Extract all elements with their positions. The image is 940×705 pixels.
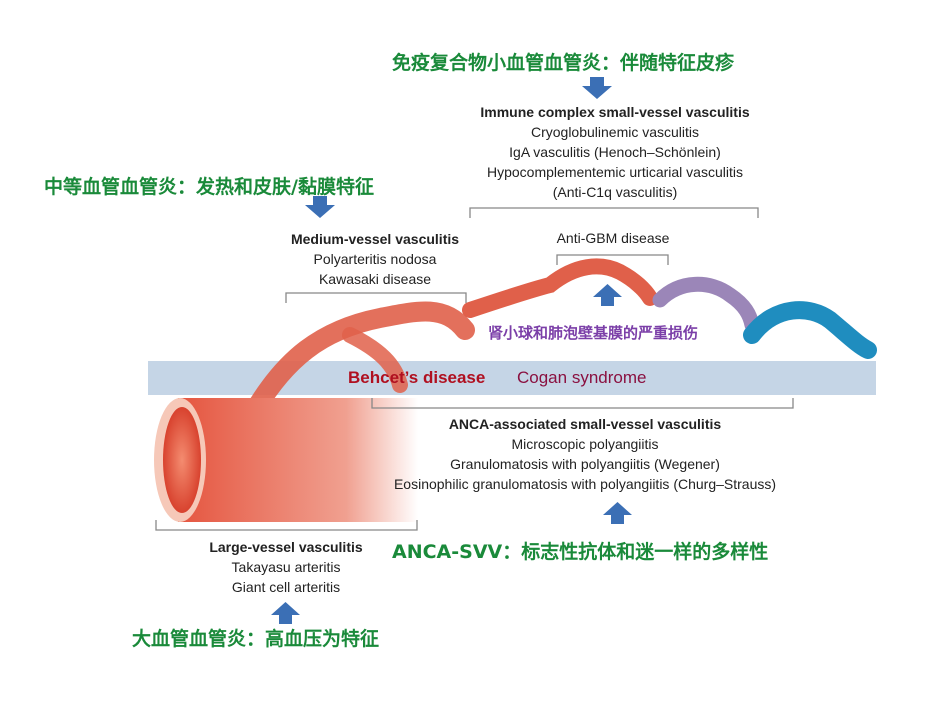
block-title: Anti-GBM disease	[556, 230, 670, 246]
block-item: Polyarteritis nodosa	[313, 251, 437, 267]
block-item: Kawasaki disease	[318, 271, 432, 287]
capillary-purple	[652, 276, 760, 333]
block-item: Cryoglobulinemic vasculitis	[530, 124, 700, 140]
block-item: Takayasu arteritis	[231, 559, 341, 575]
large-vessel-cylinder	[154, 398, 418, 522]
block-title: Large-vessel vasculitis	[209, 539, 363, 555]
anca-block: ANCA-associated small-vessel vasculitis …	[335, 414, 835, 494]
venule-blue	[743, 301, 877, 359]
anti-gbm-block: Anti-GBM disease	[530, 228, 696, 248]
immune-complex-block: Immune complex small-vessel vasculitis C…	[440, 102, 790, 202]
arrow-down-icon	[582, 77, 612, 99]
block-item: Eosinophilic granulomatosis with polyang…	[393, 476, 777, 492]
branch-tube	[342, 327, 408, 393]
small-vessel-tube	[462, 258, 658, 318]
arrow-up-icon	[271, 602, 300, 624]
brackets	[155, 207, 794, 531]
anti-gbm-annotation: 肾小球和肺泡壁基膜的严重损伤	[488, 324, 699, 342]
cogan-label: Cogan syndrome	[517, 368, 647, 387]
arrow-up-icon	[593, 284, 622, 306]
arrow-up-icon	[603, 502, 632, 524]
block-item: Giant cell arteritis	[231, 579, 341, 595]
arrows	[271, 77, 632, 624]
large-vessel-annotation: 大血管血管炎：高血压为特征	[132, 628, 380, 650]
medium-vessel-block: Medium-vessel vasculitis Polyarteritis n…	[270, 229, 480, 289]
block-item: IgA vasculitis (Henoch–Schönlein)	[509, 144, 721, 160]
medium-vessel-tube	[245, 301, 475, 420]
block-item: Microscopic polyangiitis	[511, 436, 659, 452]
block-title: Medium-vessel vasculitis	[290, 231, 460, 247]
block-item: (Anti-C1q vasculitis)	[552, 184, 678, 200]
medium-vessel-annotation: 中等血管血管炎：发热和皮肤/黏膜特征	[44, 176, 374, 198]
large-vessel-block: Large-vessel vasculitis Takayasu arterit…	[186, 537, 386, 597]
block-title: Immune complex small-vessel vasculitis	[480, 104, 750, 120]
block-title: ANCA-associated small-vessel vasculitis	[448, 416, 722, 432]
anca-annotation: ANCA-SVV：标志性抗体和迷一样的多样性	[392, 541, 769, 563]
arrow-down-icon	[305, 196, 335, 218]
behcet-label: Behcet’s disease	[348, 368, 486, 387]
block-item: Granulomatosis with polyangiitis (Wegene…	[450, 456, 720, 472]
immune-complex-annotation: 免疫复合物小血管血管炎：伴随特征皮疹	[392, 52, 735, 74]
block-item: Hypocomplementemic urticarial vasculitis	[487, 164, 743, 180]
